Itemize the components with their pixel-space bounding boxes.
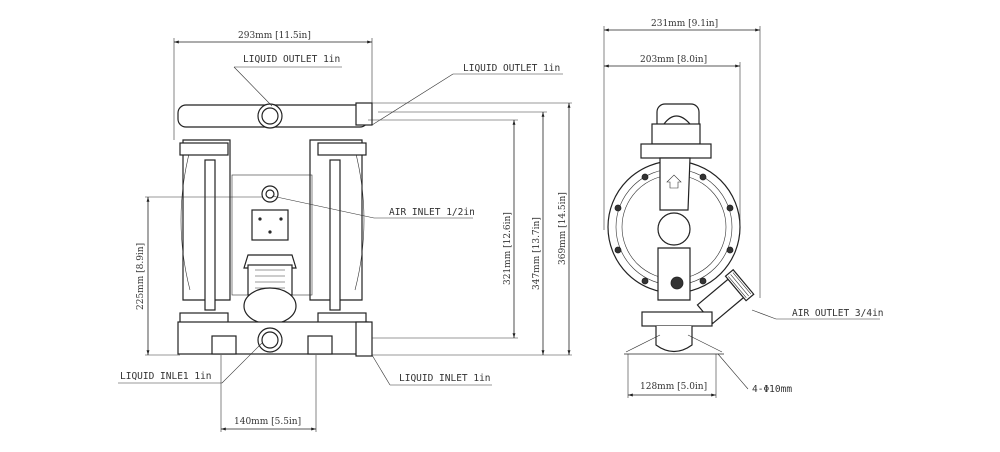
liquid-inlet-label-left: LIQUID INLE1 1in <box>120 371 212 382</box>
liquid-outlet-label-right: LIQUID OUTLET 1in <box>463 63 560 74</box>
front-callouts: LIQUID OUTLET 1in LIQUID OUTLET 1in AIR … <box>118 54 563 386</box>
height-369-dim: 369mm [14.5in] <box>558 192 568 265</box>
flow-arrow-icon <box>666 174 682 189</box>
width-231-dim: 231mm [9.1in] <box>651 19 718 29</box>
side-dimensions: 231mm [9.1in] 203mm [8.0in] 128mm [5.0in… <box>603 19 761 398</box>
side-view-pump <box>607 103 755 355</box>
foot-spacing-140-dim: 140mm [5.5in] <box>234 417 301 427</box>
liquid-inlet-label-right: LIQUID INLET 1in <box>399 373 491 384</box>
width-293-dim: 293mm [11.5in] <box>238 31 311 41</box>
bolt-holes <box>614 173 734 285</box>
height-321-dim: 321mm [12.6in] <box>503 212 513 285</box>
height-347-dim: 347mm [13.7in] <box>532 217 542 290</box>
front-view-pump <box>177 102 373 357</box>
height-225-dim: 225mm [8.9in] <box>136 243 146 310</box>
air-inlet-label: AIR INLET 1/2in <box>389 207 475 218</box>
base-width-128-dim: 128mm [5.0in] <box>640 382 707 392</box>
side-callouts: AIR OUTLET 3/4in 4-Φ10mm <box>717 308 884 395</box>
mount-holes-label: 4-Φ10mm <box>752 384 792 395</box>
width-203-dim: 203mm [8.0in] <box>640 55 707 65</box>
air-outlet-label: AIR OUTLET 3/4in <box>792 308 884 319</box>
liquid-outlet-label-top: LIQUID OUTLET 1in <box>243 54 340 65</box>
front-dimensions: 293mm [11.5in] 225mm [8.9in] 321mm [12.6… <box>136 31 572 432</box>
